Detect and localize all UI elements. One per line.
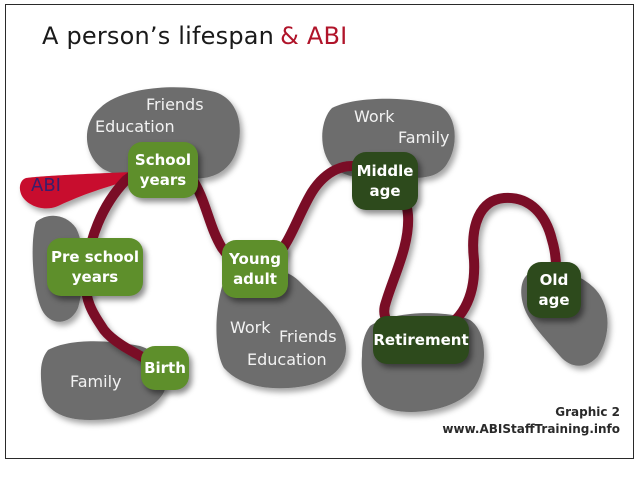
stage-birth-label: Birth: [144, 359, 186, 377]
stage-young-adult-line-1: Young: [229, 250, 281, 268]
stage-pre-school-years: Pre school years: [47, 238, 143, 296]
stage-young-adult: Young adult: [222, 240, 288, 298]
school-education-label: Education: [95, 117, 175, 136]
stage-old-age-line-1: Old: [539, 271, 569, 289]
website-url: www.ABIStaffTraining.info: [442, 422, 620, 436]
stage-old-age-line-2: age: [538, 291, 570, 309]
life-path: [80, 160, 561, 373]
title-main: A person’s lifespan: [42, 22, 275, 50]
school-context-blob: [86, 87, 240, 179]
abi-arrow: [19, 172, 133, 209]
birth-context-blob: [40, 341, 167, 420]
stage-retirement: Retirement: [373, 316, 469, 364]
graphic-number: Graphic 2: [555, 405, 620, 419]
young-adult-work-label: Work: [230, 318, 271, 337]
stage-old-age: Old age: [527, 262, 581, 318]
stage-birth: Birth: [141, 346, 189, 390]
stage-school-line-1: School: [134, 151, 192, 169]
stage-retirement-label: Retirement: [373, 331, 469, 349]
stage-young-adult-line-2: adult: [233, 270, 277, 288]
stage-middle-age-line-1: Middle: [356, 162, 414, 180]
abi-label: ABI: [31, 175, 61, 196]
young-adult-friends-label: Friends: [279, 327, 337, 346]
stage-school-line-2: years: [139, 171, 187, 189]
young-adult-education-label: Education: [247, 350, 327, 369]
page-title: A person’s lifespan& ABI: [42, 22, 347, 50]
stage-pre-school-line-2: years: [71, 268, 119, 286]
stage-middle-age: Middle age: [352, 152, 418, 210]
stage-school-years: School years: [128, 142, 198, 198]
middle-age-family-label: Family: [398, 128, 450, 147]
school-friends-label: Friends: [146, 95, 204, 114]
stage-middle-age-line-2: age: [369, 182, 401, 200]
middle-age-work-label: Work: [354, 107, 395, 126]
title-accent: & ABI: [280, 22, 348, 50]
stage-pre-school-line-1: Pre school: [50, 248, 140, 266]
birth-family-label: Family: [70, 372, 122, 391]
